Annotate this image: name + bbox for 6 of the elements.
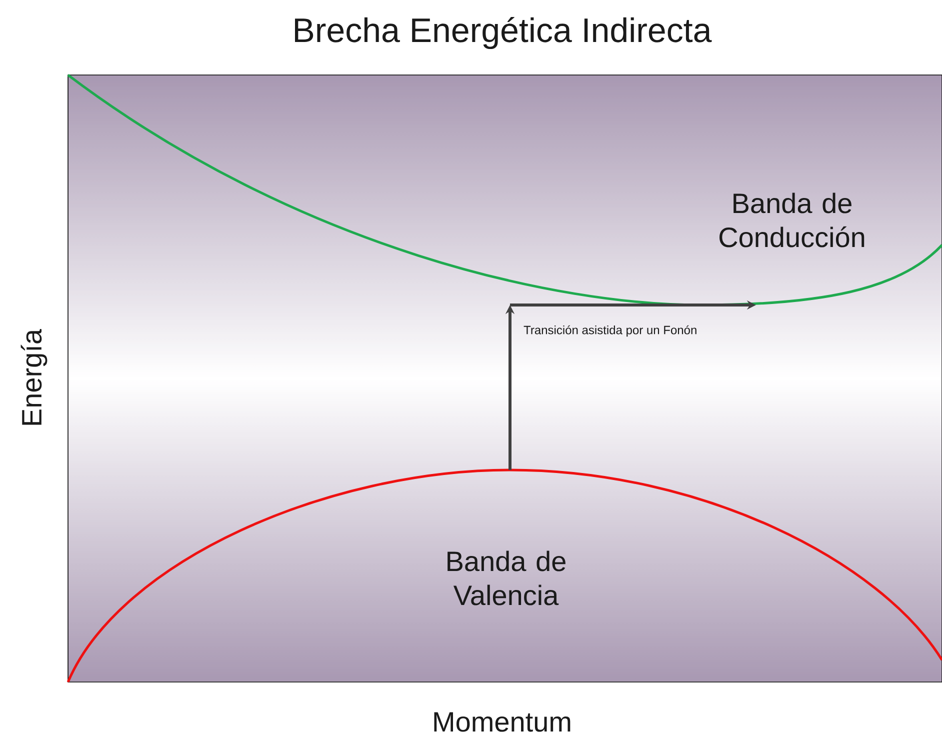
band-label: Banda de Conducción <box>720 192 864 248</box>
axis-label: Momentum <box>434 712 570 732</box>
transition-label: Transición asistida por un Fonón <box>524 325 696 337</box>
axis-label: Energía <box>20 328 48 425</box>
title: Brecha Energética Indirecta <box>295 16 712 50</box>
band-label: Banda de Valencia <box>448 550 566 606</box>
